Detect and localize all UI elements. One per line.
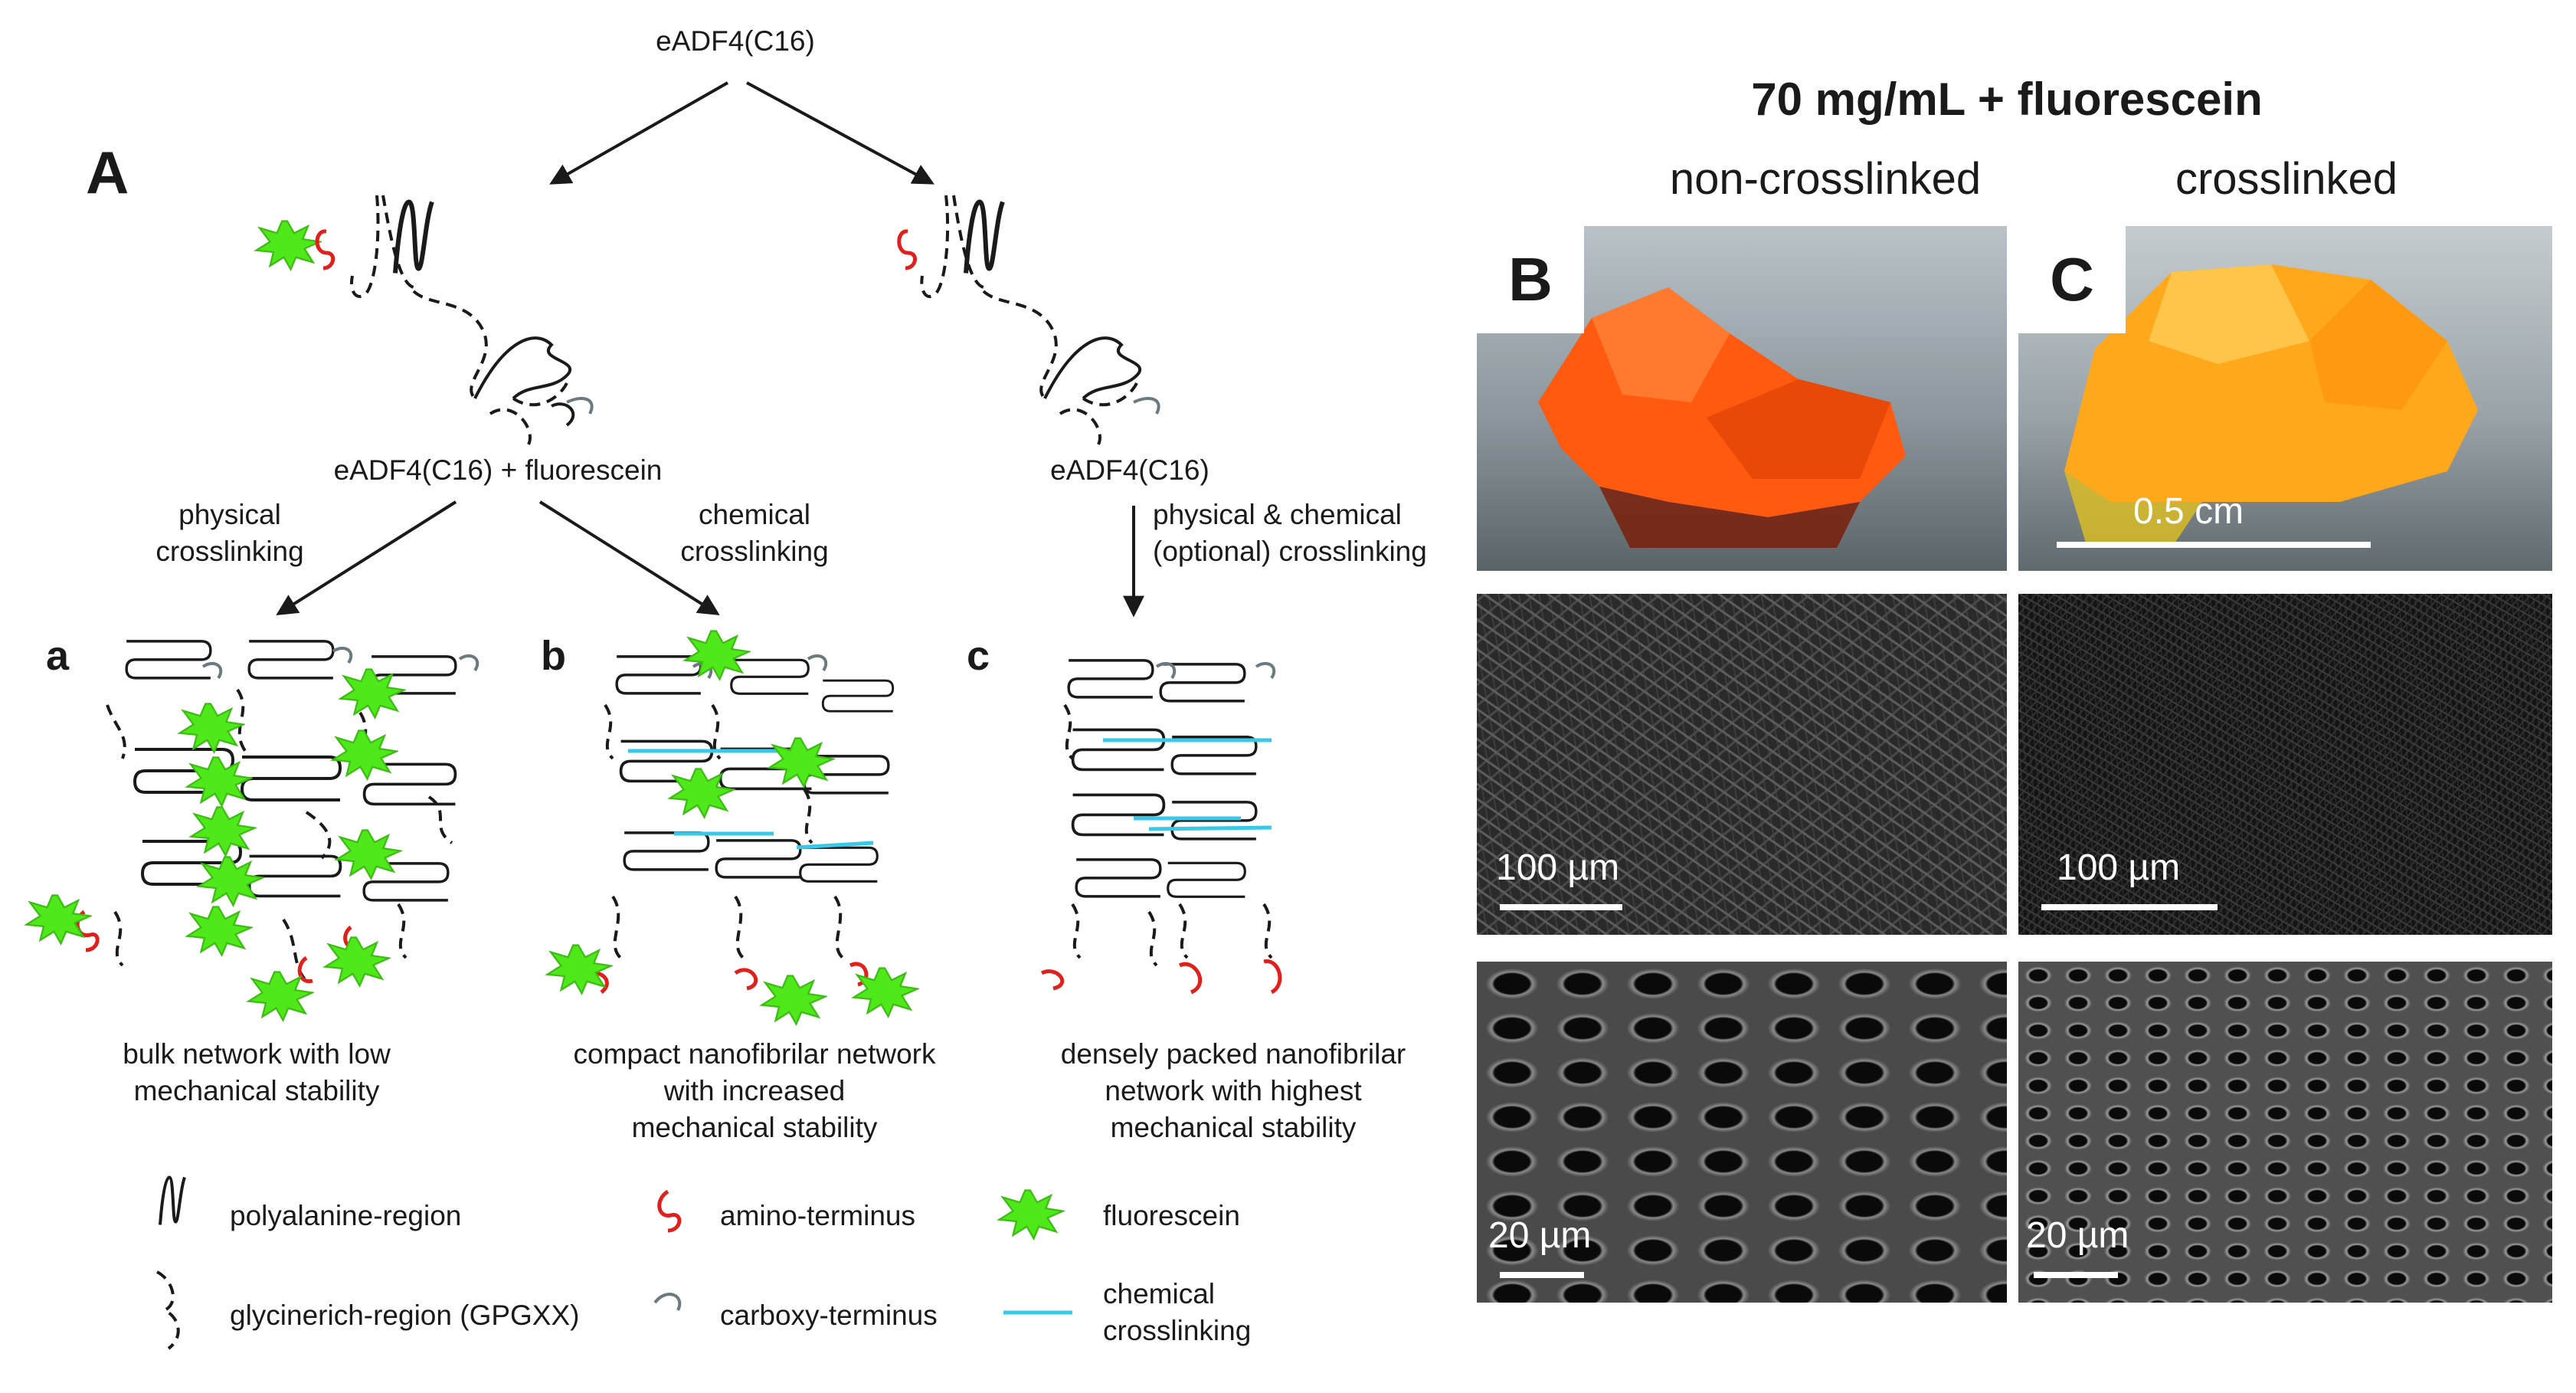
monomer-with-fluorescein bbox=[255, 195, 594, 445]
right-node-label: eADF4(C16) bbox=[1050, 454, 1209, 486]
photo-scalebar bbox=[2057, 542, 2371, 548]
network-a bbox=[25, 640, 480, 1021]
sem-crosslinked-20um: 20 µm bbox=[2018, 962, 2552, 1303]
arrow-physical bbox=[276, 500, 457, 615]
top-node-label: eADF4(C16) bbox=[656, 25, 815, 57]
left-node-label: eADF4(C16) + fluorescein bbox=[333, 454, 663, 486]
sem-scalebar-left-mid bbox=[1500, 904, 1622, 910]
sem-scalebar-right-bottom bbox=[2034, 1272, 2118, 1278]
photo-noncrosslinked-gel: B bbox=[1477, 226, 2007, 571]
network-a-caption: bulk network with low mechanical stabili… bbox=[123, 1038, 391, 1106]
column-crosslinked: crosslinked bbox=[2175, 154, 2398, 204]
panels-title: 70 mg/mL + fluorescein bbox=[1751, 74, 2263, 125]
arrow-top-right bbox=[746, 81, 934, 185]
photo-crosslinked-gel: C 0.5 cm bbox=[2018, 226, 2552, 571]
sem-scale-right-mid: 100 µm bbox=[2057, 847, 2181, 888]
legend-glycinerich: glycinerich-region (GPGXX) bbox=[230, 1300, 580, 1331]
panel-a-letter: A bbox=[86, 139, 129, 206]
network-a-letter: a bbox=[46, 633, 70, 679]
column-noncrosslinked: non-crosslinked bbox=[1669, 154, 1982, 204]
chemical-crosslinking-label: chemical crosslinking bbox=[680, 499, 829, 567]
sem-crosslinked-100um: 100 µm bbox=[2018, 594, 2552, 935]
legend-amino-terminus: amino-terminus bbox=[720, 1200, 915, 1231]
sem-scale-left-mid: 100 µm bbox=[1496, 847, 1620, 888]
physical-crosslinking-label: physical crosslinking bbox=[155, 499, 304, 567]
sem-scalebar-left-bottom bbox=[1500, 1272, 1584, 1278]
network-c-letter: c bbox=[967, 633, 990, 679]
sem-noncrosslinked-100um: 100 µm bbox=[1477, 594, 2007, 935]
sem-scale-right-bottom: 20 µm bbox=[2026, 1215, 2129, 1256]
panel-c-letter: C bbox=[2018, 226, 2126, 333]
legend-polyalanine: polyalanine-region bbox=[230, 1200, 462, 1231]
sem-scale-left-bottom: 20 µm bbox=[1488, 1215, 1592, 1256]
network-b-caption: compact nanofibrilar network with increa… bbox=[573, 1038, 936, 1143]
legend-carboxy-terminus: carboxy-terminus bbox=[720, 1300, 938, 1331]
photo-scale-label: 0.5 cm bbox=[2133, 491, 2244, 532]
arrow-top-left bbox=[549, 81, 728, 185]
network-b bbox=[546, 630, 918, 1025]
network-c-caption: densely packed nanofibrilar network with… bbox=[1060, 1038, 1406, 1143]
arrow-chemical bbox=[538, 500, 720, 615]
sem-noncrosslinked-20um: 20 µm bbox=[1477, 962, 2007, 1303]
panel-b-letter: B bbox=[1477, 226, 1584, 333]
sem-scalebar-right-mid bbox=[2041, 904, 2218, 910]
legend-chemical-crosslinking: chemical crosslinking bbox=[1103, 1278, 1252, 1346]
legend-fluorescein: fluorescein bbox=[1103, 1200, 1240, 1231]
monomer-plain bbox=[897, 195, 1160, 445]
legend-glyphs bbox=[155, 1178, 1072, 1350]
network-b-letter: b bbox=[541, 633, 566, 679]
network-c bbox=[1040, 659, 1282, 995]
physical-chemical-crosslinking-label: physical & chemical (optional) crosslink… bbox=[1153, 499, 1427, 567]
